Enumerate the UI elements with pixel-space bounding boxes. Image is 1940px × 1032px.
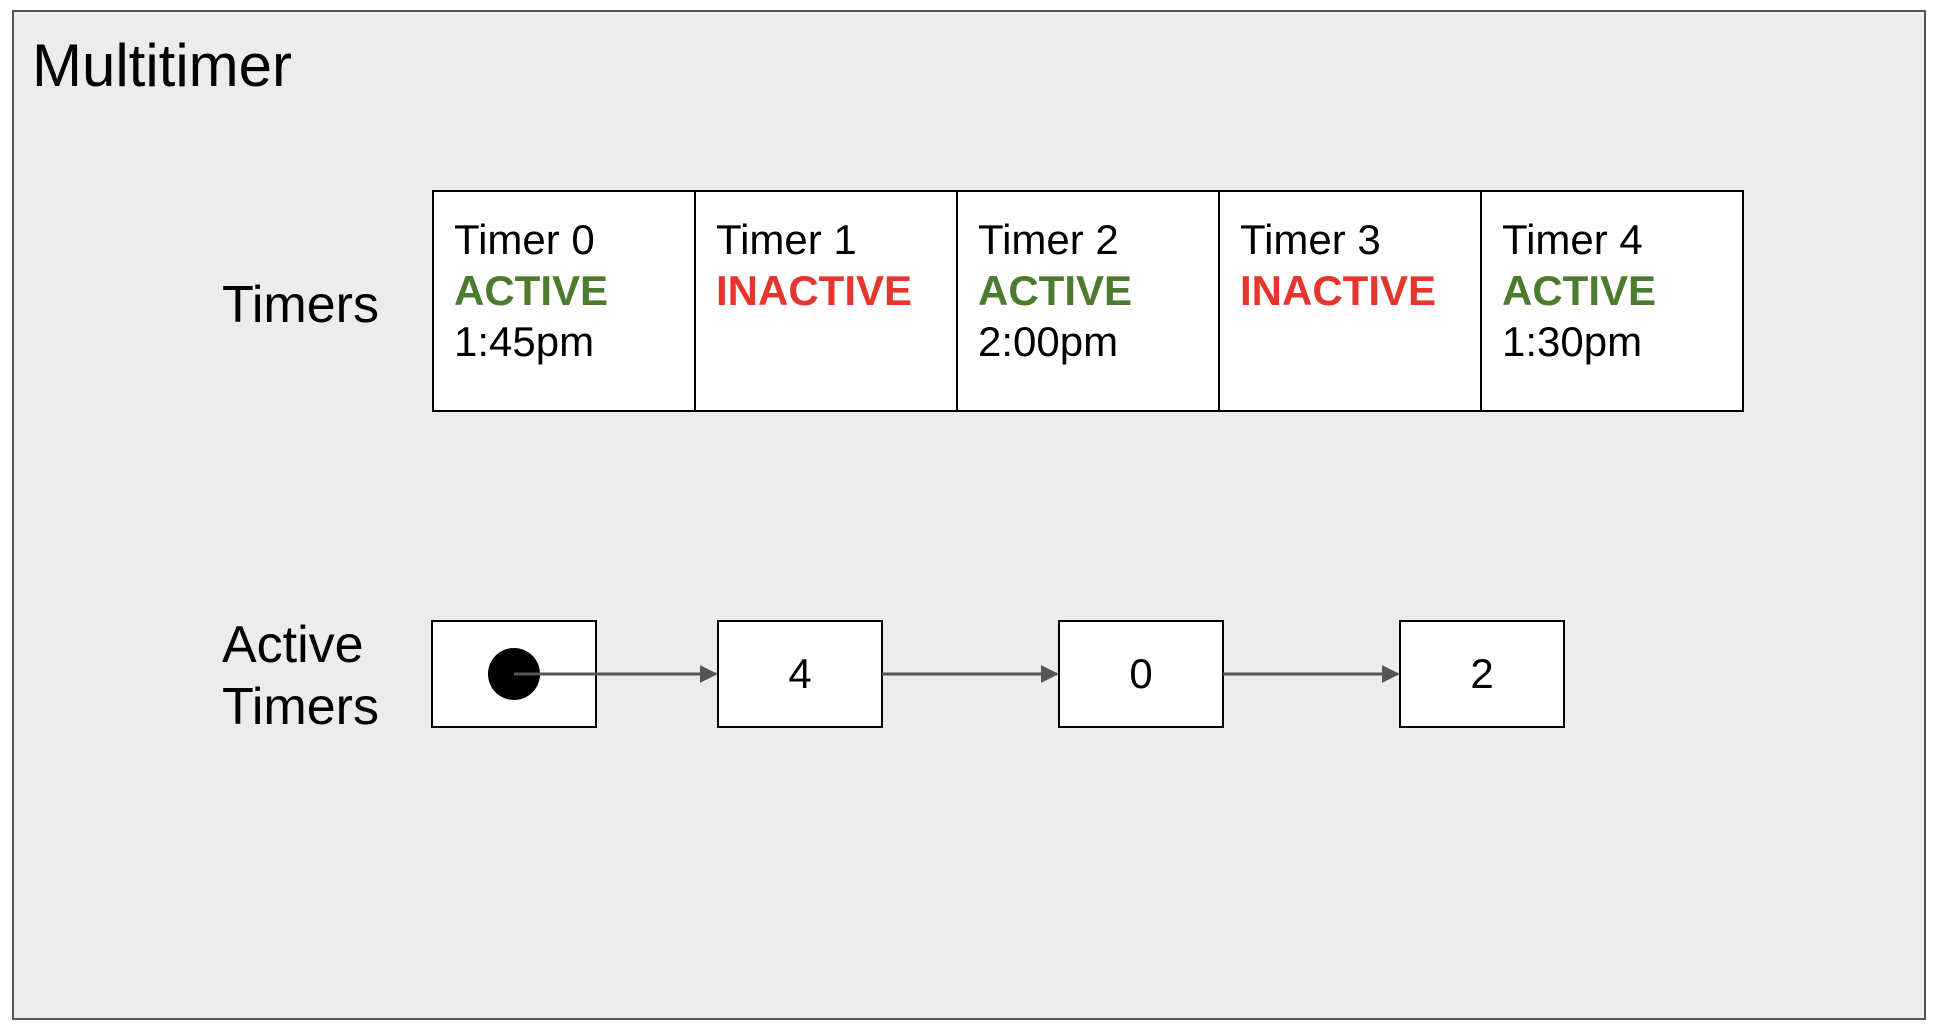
- list-node-2-value: 2: [1470, 650, 1494, 697]
- list-node-1-value: 0: [1129, 650, 1153, 697]
- timer-status: ACTIVE: [454, 267, 609, 314]
- timer-name: Timer 3: [1240, 216, 1381, 263]
- timer-time: 1:30pm: [1502, 318, 1643, 365]
- timers-row-label: Timers: [222, 276, 379, 334]
- timer-name: Timer 2: [978, 216, 1119, 263]
- timer-cell-1: Timer 1 INACTIVE: [696, 192, 958, 410]
- timer-cell-3: Timer 3 INACTIVE: [1220, 192, 1482, 410]
- timer-status: ACTIVE: [1502, 267, 1657, 314]
- timer-name: Timer 4: [1502, 216, 1643, 263]
- timer-time: 1:45pm: [454, 318, 595, 365]
- timer-time: 2:00pm: [978, 318, 1119, 365]
- active-timers-label-line1: Active: [222, 616, 364, 674]
- timer-name: Timer 0: [454, 216, 595, 263]
- active-timers-label-line2: Timers: [222, 678, 379, 736]
- timer-status: INACTIVE: [716, 267, 913, 314]
- timers-array: Timer 0 ACTIVE 1:45pm Timer 1 INACTIVE T…: [432, 190, 1744, 412]
- timer-status: INACTIVE: [1240, 267, 1437, 314]
- timer-name: Timer 1: [716, 216, 857, 263]
- timer-cell-0: Timer 0 ACTIVE 1:45pm: [434, 192, 696, 410]
- timer-status: ACTIVE: [978, 267, 1133, 314]
- diagram-frame: [12, 10, 1926, 1020]
- timer-cell-4: Timer 4 ACTIVE 1:30pm: [1482, 192, 1742, 410]
- list-node-0-value: 4: [788, 650, 812, 697]
- active-timers-row-label: Active Timers: [222, 614, 379, 738]
- page-title: Multitimer: [32, 32, 293, 99]
- timer-cell-2: Timer 2 ACTIVE 2:00pm: [958, 192, 1220, 410]
